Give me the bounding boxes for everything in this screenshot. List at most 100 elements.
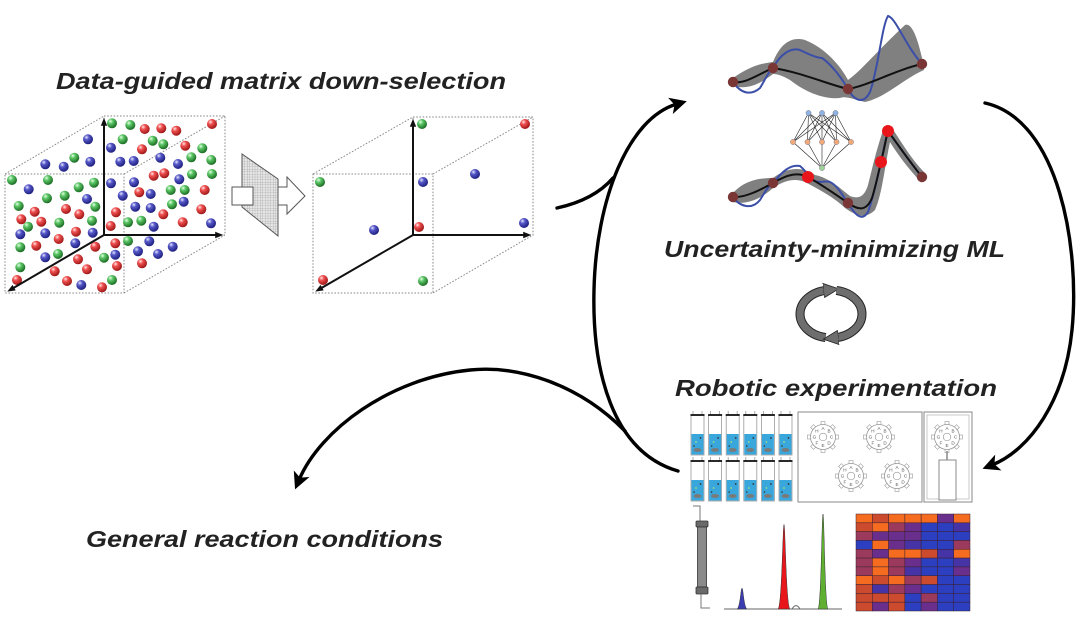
valve-port-label: A — [849, 465, 853, 470]
heatmap-cell — [920, 531, 938, 541]
nn-hidden-node — [833, 139, 840, 145]
heatmap-cell — [920, 584, 938, 594]
label-down-selection: Data-guided matrix down-selection — [56, 68, 506, 94]
particle — [699, 483, 702, 485]
valve-port-label: E — [821, 443, 824, 448]
observed-point — [727, 76, 739, 88]
point-red — [171, 125, 182, 136]
valve-port-label: H — [815, 429, 818, 434]
valve-port-label: F — [871, 441, 874, 446]
vial-array — [690, 411, 793, 502]
particle — [763, 491, 766, 493]
nn-output-node — [819, 165, 825, 171]
point-blue — [15, 229, 26, 240]
point-red — [16, 214, 27, 225]
heatmap-cell — [920, 557, 938, 568]
point-red — [90, 241, 101, 252]
stir-bar — [746, 494, 755, 498]
stir-bar — [763, 448, 772, 452]
vial — [690, 457, 705, 502]
point-green — [107, 275, 117, 285]
point-red — [74, 209, 85, 220]
matrix-points — [7, 118, 217, 293]
point-red — [158, 209, 169, 220]
particle — [695, 487, 697, 489]
point-green — [7, 175, 17, 185]
point-blue — [369, 225, 379, 235]
point-red — [105, 221, 116, 231]
heatmap-cell — [888, 601, 906, 612]
stir-bar — [693, 448, 702, 452]
valve-port-label: B — [952, 429, 955, 434]
valve-port-label: A — [821, 426, 825, 431]
label-robotic-experimentation: Robotic experimentation — [675, 375, 997, 401]
recycle-arrow-right — [835, 286, 866, 337]
valve-port-label: B — [828, 429, 831, 434]
point-green — [53, 249, 63, 259]
heatmap-cell — [904, 593, 922, 603]
point-red — [82, 264, 92, 275]
valve-rotor — [892, 471, 902, 481]
heatmap-cell — [855, 593, 873, 603]
loop-arrow-to-robot — [982, 101, 1076, 471]
point-blue — [128, 156, 139, 166]
column-fitting — [695, 520, 709, 528]
point-red — [318, 275, 328, 285]
nn-edge — [807, 112, 836, 143]
heatmap-cell — [855, 549, 873, 559]
chromatogram-peak — [736, 587, 748, 610]
point-green — [158, 139, 169, 150]
point-blue — [173, 159, 183, 169]
point-red — [62, 276, 72, 286]
point-green — [179, 185, 190, 195]
particle — [747, 487, 750, 489]
chromatogram — [724, 513, 842, 610]
nn-hidden-node — [790, 139, 796, 145]
point-red — [73, 254, 83, 265]
heatmap-cell — [953, 584, 971, 594]
particle — [695, 441, 697, 443]
particle — [746, 445, 748, 447]
point-green — [90, 201, 101, 212]
point-red — [196, 204, 207, 215]
heatmap-cell — [888, 549, 906, 559]
point-blue — [115, 156, 126, 167]
recycle-arrow-left — [796, 290, 827, 342]
particle — [746, 491, 748, 493]
point-blue — [145, 203, 156, 213]
vial — [760, 457, 775, 502]
stir-bar — [781, 448, 790, 452]
heatmap-cell — [904, 566, 922, 576]
heatmap-cell — [937, 575, 954, 585]
valve-port-label: G — [841, 474, 845, 479]
point-blue — [418, 177, 428, 187]
selected-points — [315, 119, 530, 286]
point-blue — [130, 201, 141, 212]
valve-port-label: C — [904, 474, 908, 479]
gp-plot-top — [727, 14, 928, 102]
filter-input-box — [231, 186, 254, 206]
particle — [728, 445, 730, 447]
particle — [781, 445, 783, 447]
point-green — [42, 193, 52, 204]
vial — [690, 411, 705, 456]
stir-bar — [711, 494, 720, 498]
point-red — [199, 185, 210, 195]
heatmap-cell — [855, 513, 873, 524]
point-red — [520, 119, 530, 129]
nn-hidden-node — [819, 139, 825, 145]
nn-edge — [821, 112, 852, 143]
nn-edge — [821, 112, 836, 143]
valve-port-label: C — [886, 435, 890, 440]
true-function-line — [732, 14, 923, 101]
point-red — [134, 187, 145, 198]
valve-port-label: B — [884, 429, 887, 434]
heatmap-cell — [953, 540, 971, 550]
particle — [783, 441, 785, 443]
point-green — [59, 190, 70, 201]
heatmap-cell — [953, 531, 971, 541]
label-general-conditions: General reaction conditions — [86, 526, 443, 552]
point-blue — [85, 156, 96, 167]
